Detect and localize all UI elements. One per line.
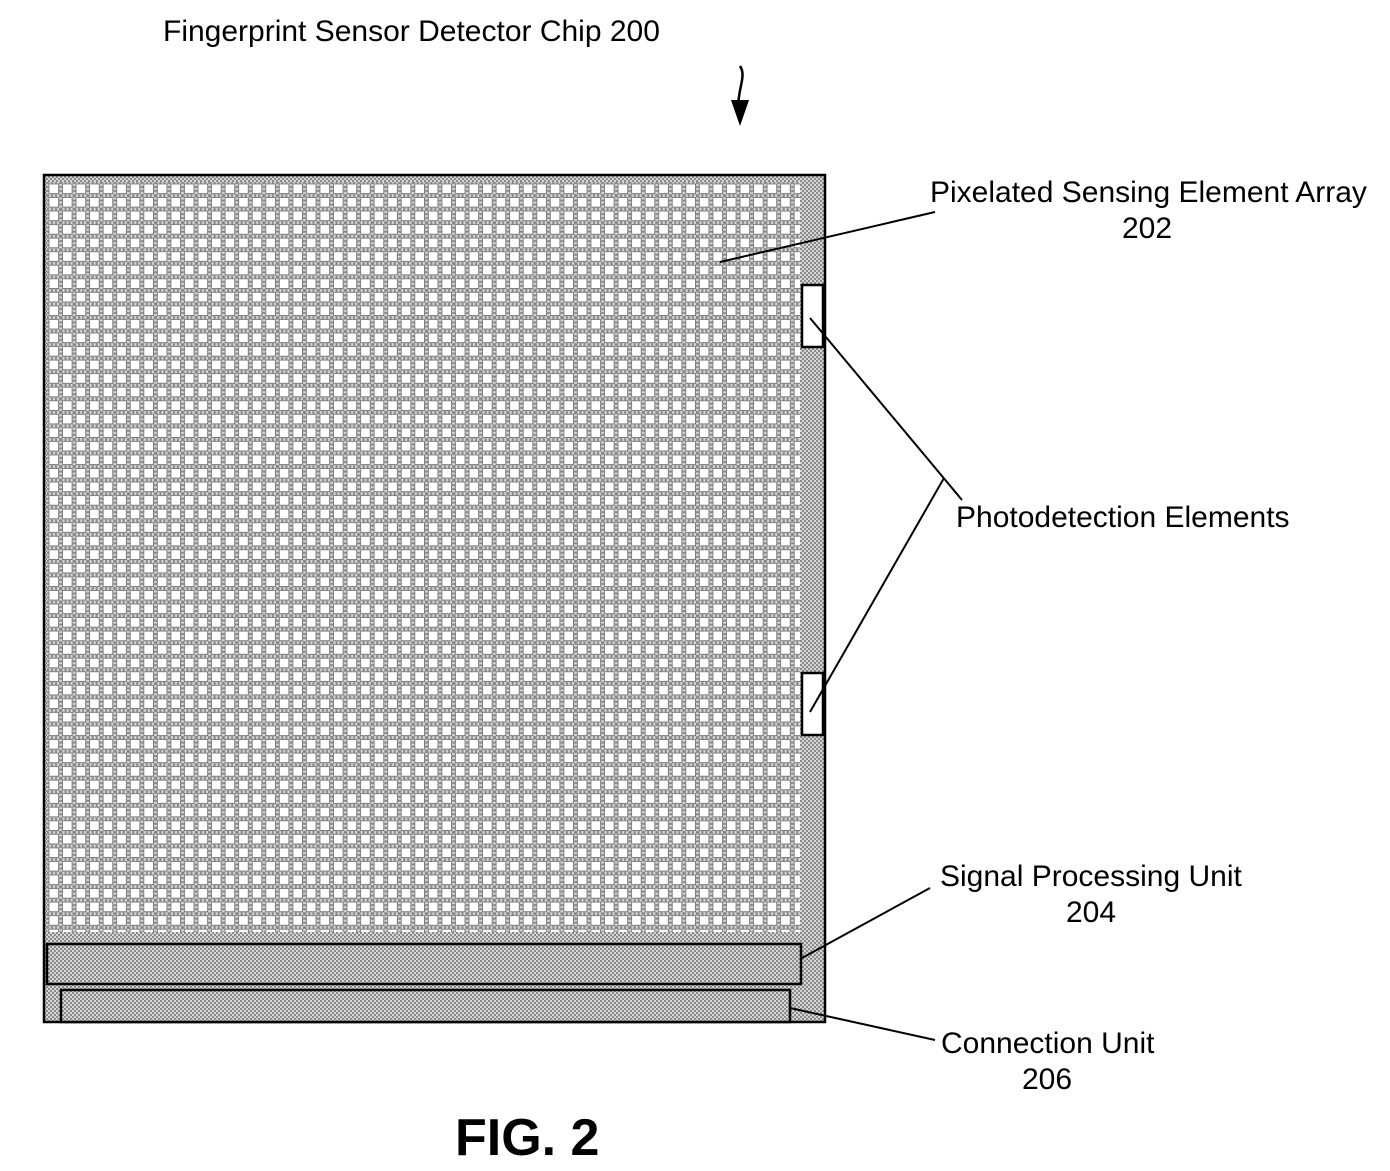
signal-leader-line (801, 887, 931, 959)
photodetection-element-top (800, 283, 825, 349)
photodetection-leader-line-top (809, 317, 963, 501)
chip-label: Fingerprint Sensor Detector Chip 200 (163, 15, 660, 48)
connection-number: 206 (1022, 1063, 1073, 1096)
connection-unit (59, 988, 792, 1024)
figure-caption: FIG. 2 (455, 1109, 600, 1167)
pixel-array (47, 182, 800, 932)
connection-label: Connection Unit (941, 1027, 1155, 1060)
chip-arrow-head (731, 100, 749, 126)
array-number: 202 (1122, 212, 1173, 245)
photodetection-element-bottom (800, 671, 825, 737)
connection-leader-line (789, 1007, 936, 1041)
array-label: Pixelated Sensing Element Array (930, 176, 1367, 209)
array-leader-line (719, 211, 936, 263)
photodetection-leader-line-bottom (809, 477, 945, 713)
signal-number: 204 (1066, 896, 1117, 929)
photodetection-label: Photodetection Elements (956, 501, 1290, 534)
signal-processing-unit (45, 942, 803, 986)
signal-label: Signal Processing Unit (940, 860, 1242, 893)
